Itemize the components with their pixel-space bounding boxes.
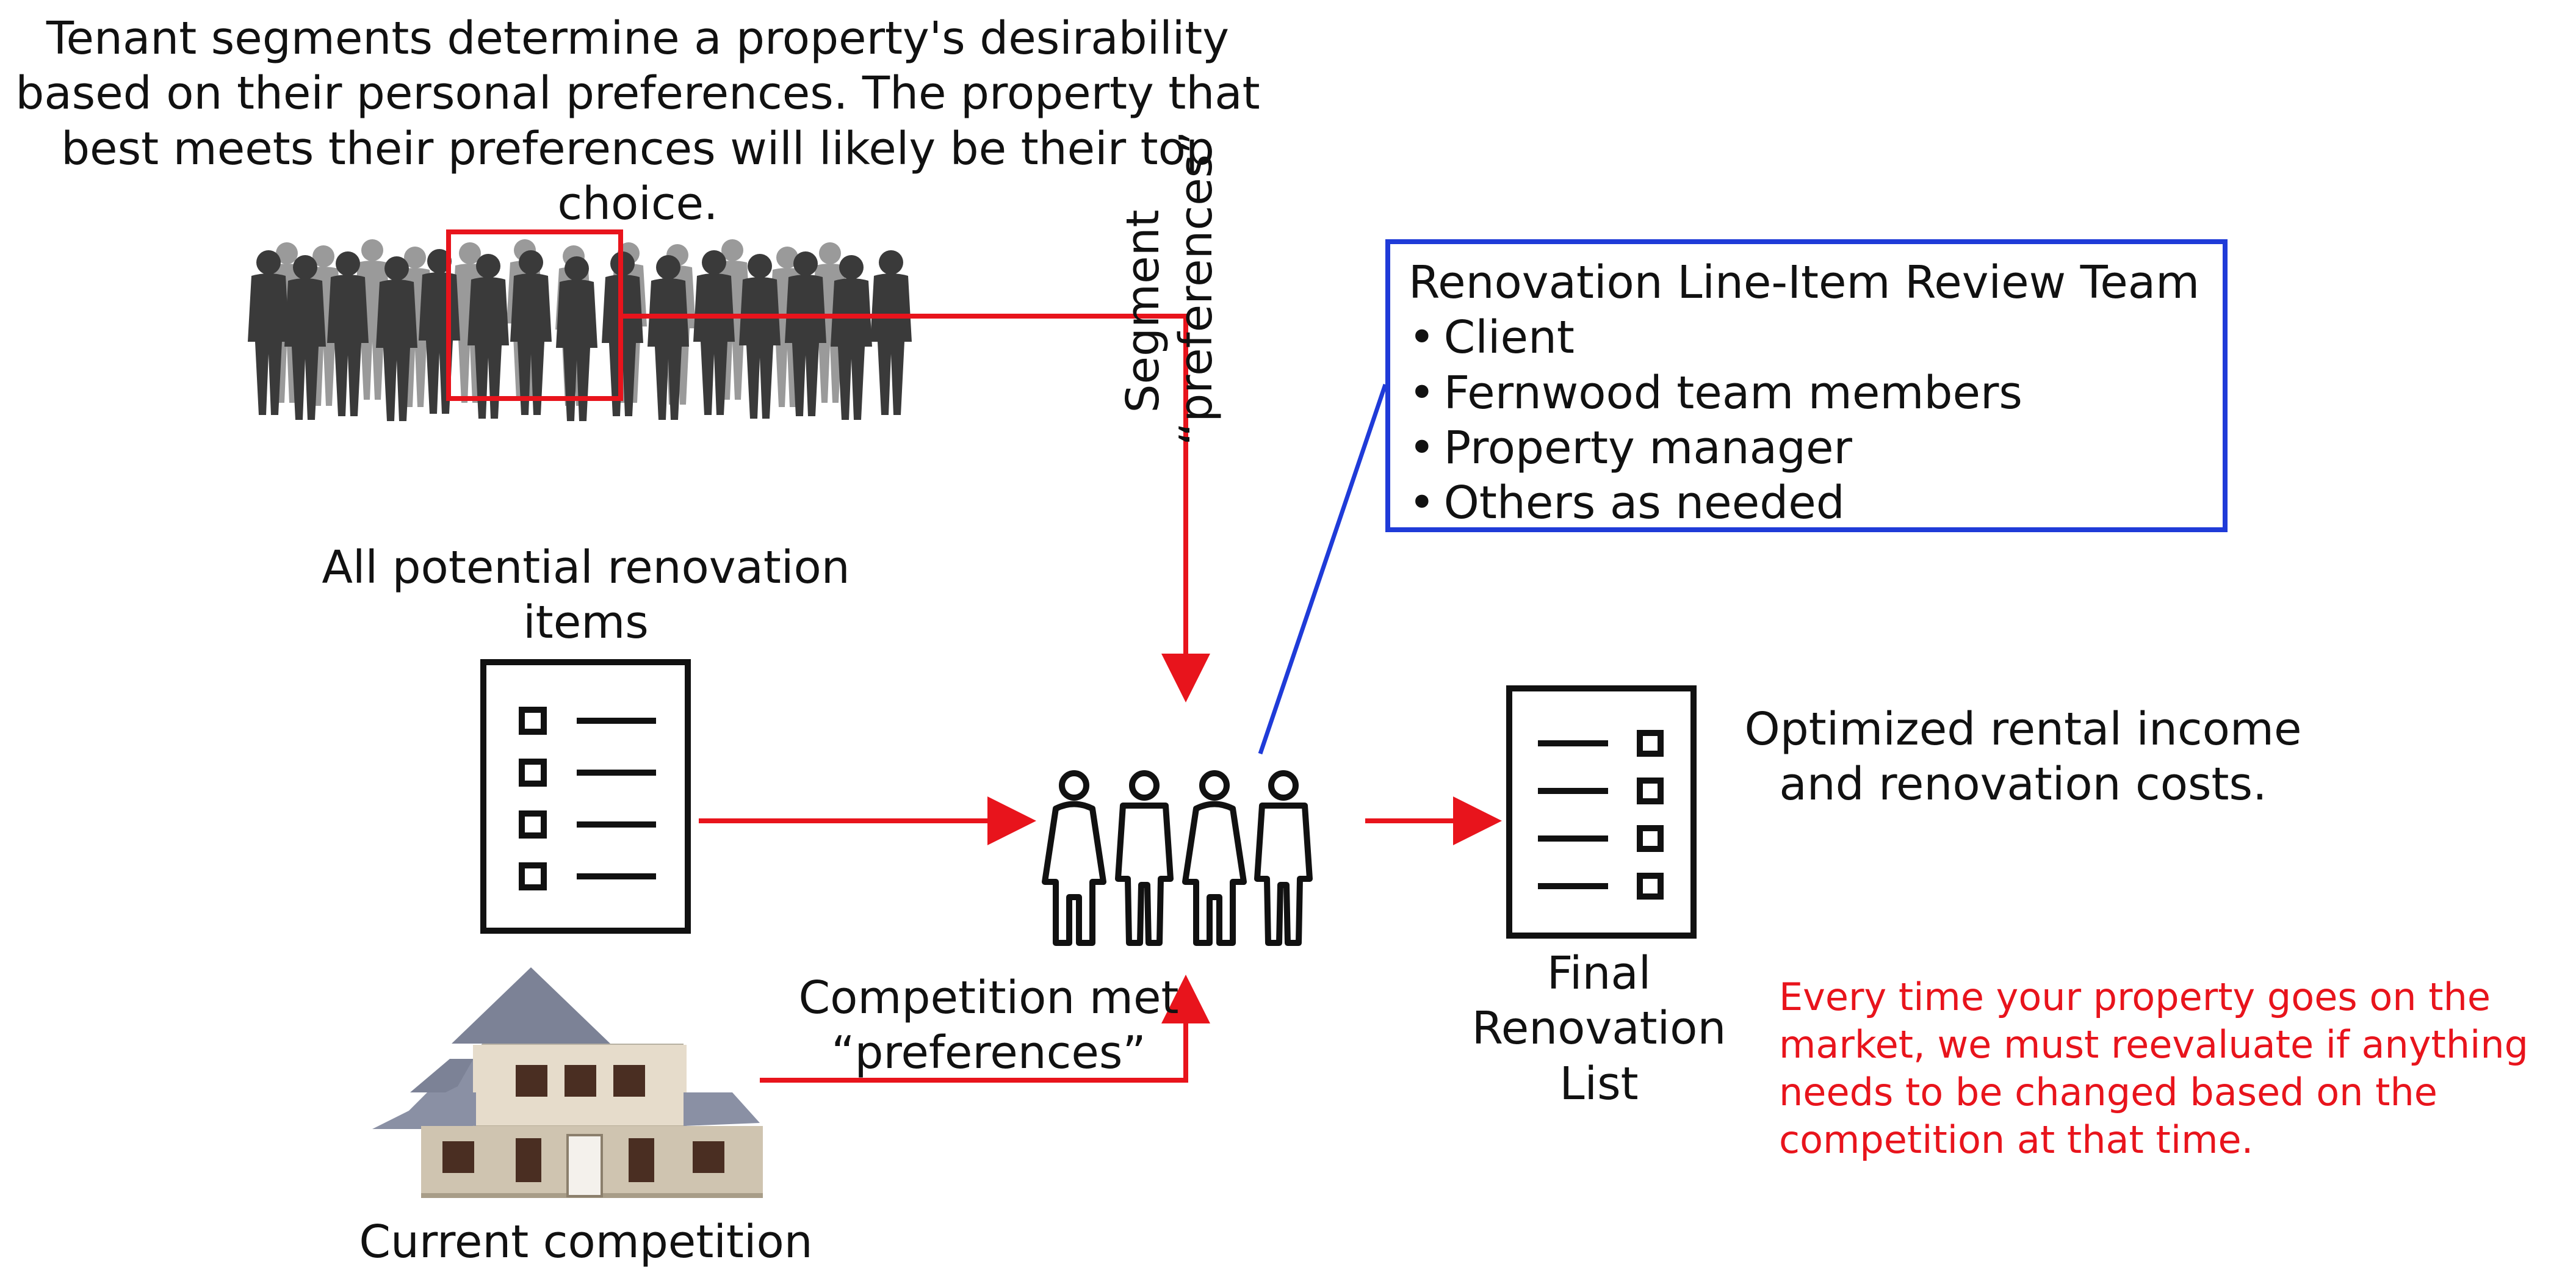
final-list-label: Final Renovation List xyxy=(1471,947,1726,1110)
segment-label-line1: Segment xyxy=(1117,209,1169,413)
competition-to-team-arrow xyxy=(760,975,1210,1083)
crowd-silhouette-icon xyxy=(248,239,912,421)
review-team-title: Renovation Line-Item Review Team xyxy=(1409,256,2200,309)
reevaluate-note: Every time your property goes on the mar… xyxy=(1779,975,2529,1163)
current-competition-label: Current competition xyxy=(359,1216,813,1268)
team-member-item: Others as needed xyxy=(1409,475,2204,530)
competition-met-label: Competition met “preferences” xyxy=(798,972,1179,1080)
segment-preferences-label: Segment “preferences” xyxy=(1117,131,1224,446)
segment-label-line2: “preferences” xyxy=(1170,131,1223,446)
review-team-box: Renovation Line-Item Review Team Client … xyxy=(1385,239,2228,532)
segment-arrow xyxy=(621,314,1210,702)
checklist-icon xyxy=(480,659,691,934)
team-member-item: Client xyxy=(1409,310,2204,365)
optimized-label: Optimized rental income and renovation c… xyxy=(1744,703,2302,811)
review-team-list: Client Fernwood team members Property ma… xyxy=(1409,310,2204,530)
team-people-icon xyxy=(1042,770,1313,946)
all-items-label: All potential renovation items xyxy=(322,541,850,649)
team-member-item: Property manager xyxy=(1409,420,2204,475)
house-icon xyxy=(372,967,763,1198)
team-member-item: Fernwood team members xyxy=(1409,366,2204,420)
team-to-reviewbox-line xyxy=(1258,383,1388,755)
intro-text: Tenant segments determine a property's d… xyxy=(15,12,1260,230)
final-list-icon xyxy=(1506,685,1697,939)
